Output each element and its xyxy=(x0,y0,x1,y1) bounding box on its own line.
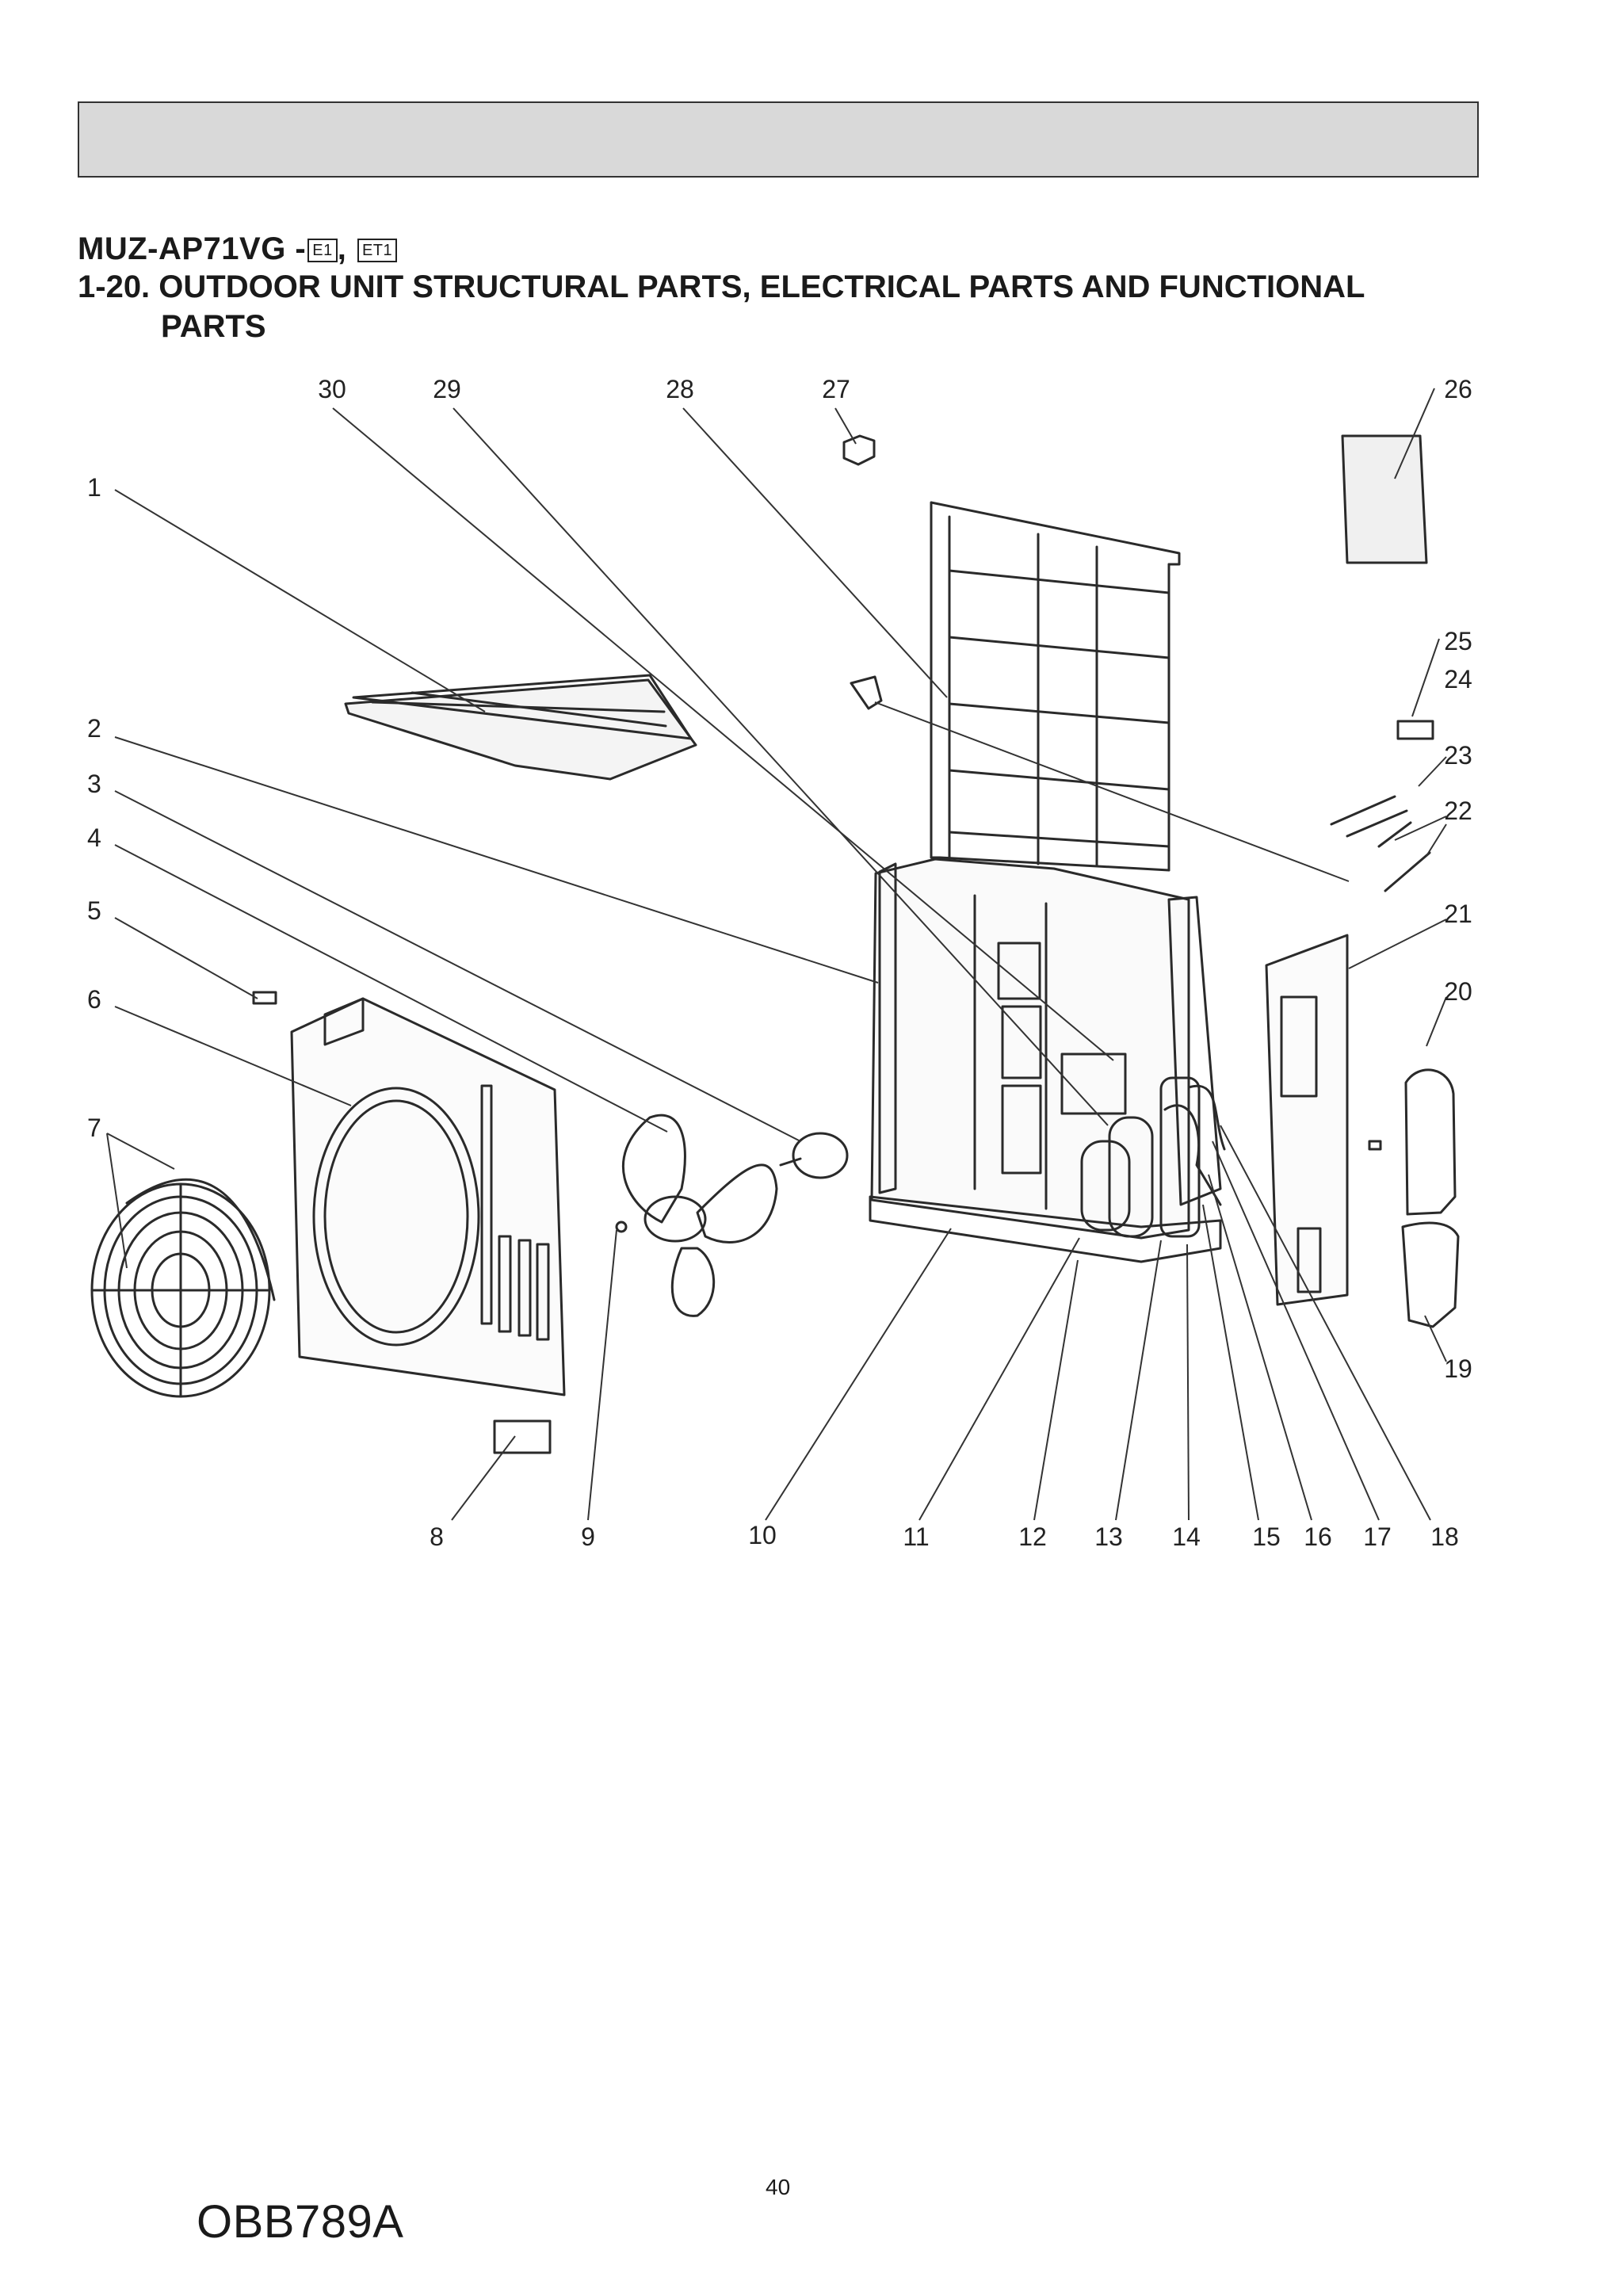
section-header-bar xyxy=(78,101,1479,178)
callout-22: 22 xyxy=(1444,797,1472,825)
drain-socket xyxy=(252,991,277,1005)
callout-26: 26 xyxy=(1444,375,1472,403)
section-title-line-1: 1-20. OUTDOOR UNIT STRUCTURAL PARTS, ELE… xyxy=(78,269,1365,304)
page-number: 40 xyxy=(766,2175,791,2199)
fan-guard xyxy=(90,1178,276,1398)
callout-3: 3 xyxy=(87,770,101,798)
callout-11: 11 xyxy=(903,1522,929,1551)
service-panel xyxy=(1265,934,1349,1306)
callout-24: 24 xyxy=(1444,665,1472,693)
heater-bracket xyxy=(1368,1140,1382,1151)
compressor-assembly xyxy=(1060,1052,1226,1238)
defrost-thermistor xyxy=(1384,851,1431,892)
callout-15: 15 xyxy=(1252,1522,1281,1551)
callout-19: 19 xyxy=(1444,1354,1472,1383)
reactor-clamp xyxy=(842,434,876,466)
callout-2: 2 xyxy=(87,714,101,743)
section-title-line-2: PARTS xyxy=(161,309,266,344)
callout-14: 14 xyxy=(1172,1522,1201,1551)
callout-13: 13 xyxy=(1094,1522,1123,1551)
callout-4: 4 xyxy=(87,823,101,852)
terminal-cover xyxy=(1401,1068,1460,1328)
model-suffix-e1: E1 xyxy=(307,239,338,263)
top-panel xyxy=(344,674,697,781)
inverter-pcb xyxy=(1341,434,1428,564)
fan-motor xyxy=(779,1132,849,1179)
callout-20: 20 xyxy=(1444,977,1472,1006)
callout-30: 30 xyxy=(318,375,346,403)
document-code: OBB789A xyxy=(197,2196,404,2248)
model-suffix-et1: ET1 xyxy=(357,239,398,263)
callout-27: 27 xyxy=(822,375,850,403)
callout-18: 18 xyxy=(1430,1522,1459,1551)
thermistor-set xyxy=(1330,795,1412,848)
propeller-fan xyxy=(622,1114,778,1317)
callout-28: 28 xyxy=(666,375,694,403)
callout-8: 8 xyxy=(430,1522,444,1551)
callout-23: 23 xyxy=(1444,741,1472,770)
callout-10: 10 xyxy=(748,1521,777,1549)
callout-6: 6 xyxy=(87,985,101,1014)
callout-21: 21 xyxy=(1444,900,1472,928)
callout-25: 25 xyxy=(1444,627,1472,655)
callout-5: 5 xyxy=(87,896,101,925)
callout-12: 12 xyxy=(1018,1522,1047,1551)
callout-labels: 1 2 3 4 5 6 7 8 9 10 11 12 13 14 15 16 1… xyxy=(87,375,1472,1551)
callout-16: 16 xyxy=(1304,1522,1332,1551)
suffix-separator: , xyxy=(337,231,347,266)
fan-nut xyxy=(615,1221,628,1233)
model-name: MUZ-AP71VG - xyxy=(78,231,307,266)
callout-leader-lines xyxy=(106,388,1447,1521)
heat-exchanger-cabinet xyxy=(869,858,1222,1263)
valve-bracket xyxy=(850,675,883,710)
callout-1: 1 xyxy=(87,473,101,502)
terminal-block xyxy=(1396,720,1434,740)
model-heading: MUZ-AP71VG -E1, ET1 xyxy=(78,231,398,267)
callout-17: 17 xyxy=(1363,1522,1392,1551)
back-guard xyxy=(930,501,1181,872)
cabinet-front-panel xyxy=(290,997,566,1396)
callout-29: 29 xyxy=(433,375,461,403)
callout-7: 7 xyxy=(87,1114,101,1142)
callout-9: 9 xyxy=(581,1522,595,1551)
rating-label xyxy=(493,1419,552,1454)
